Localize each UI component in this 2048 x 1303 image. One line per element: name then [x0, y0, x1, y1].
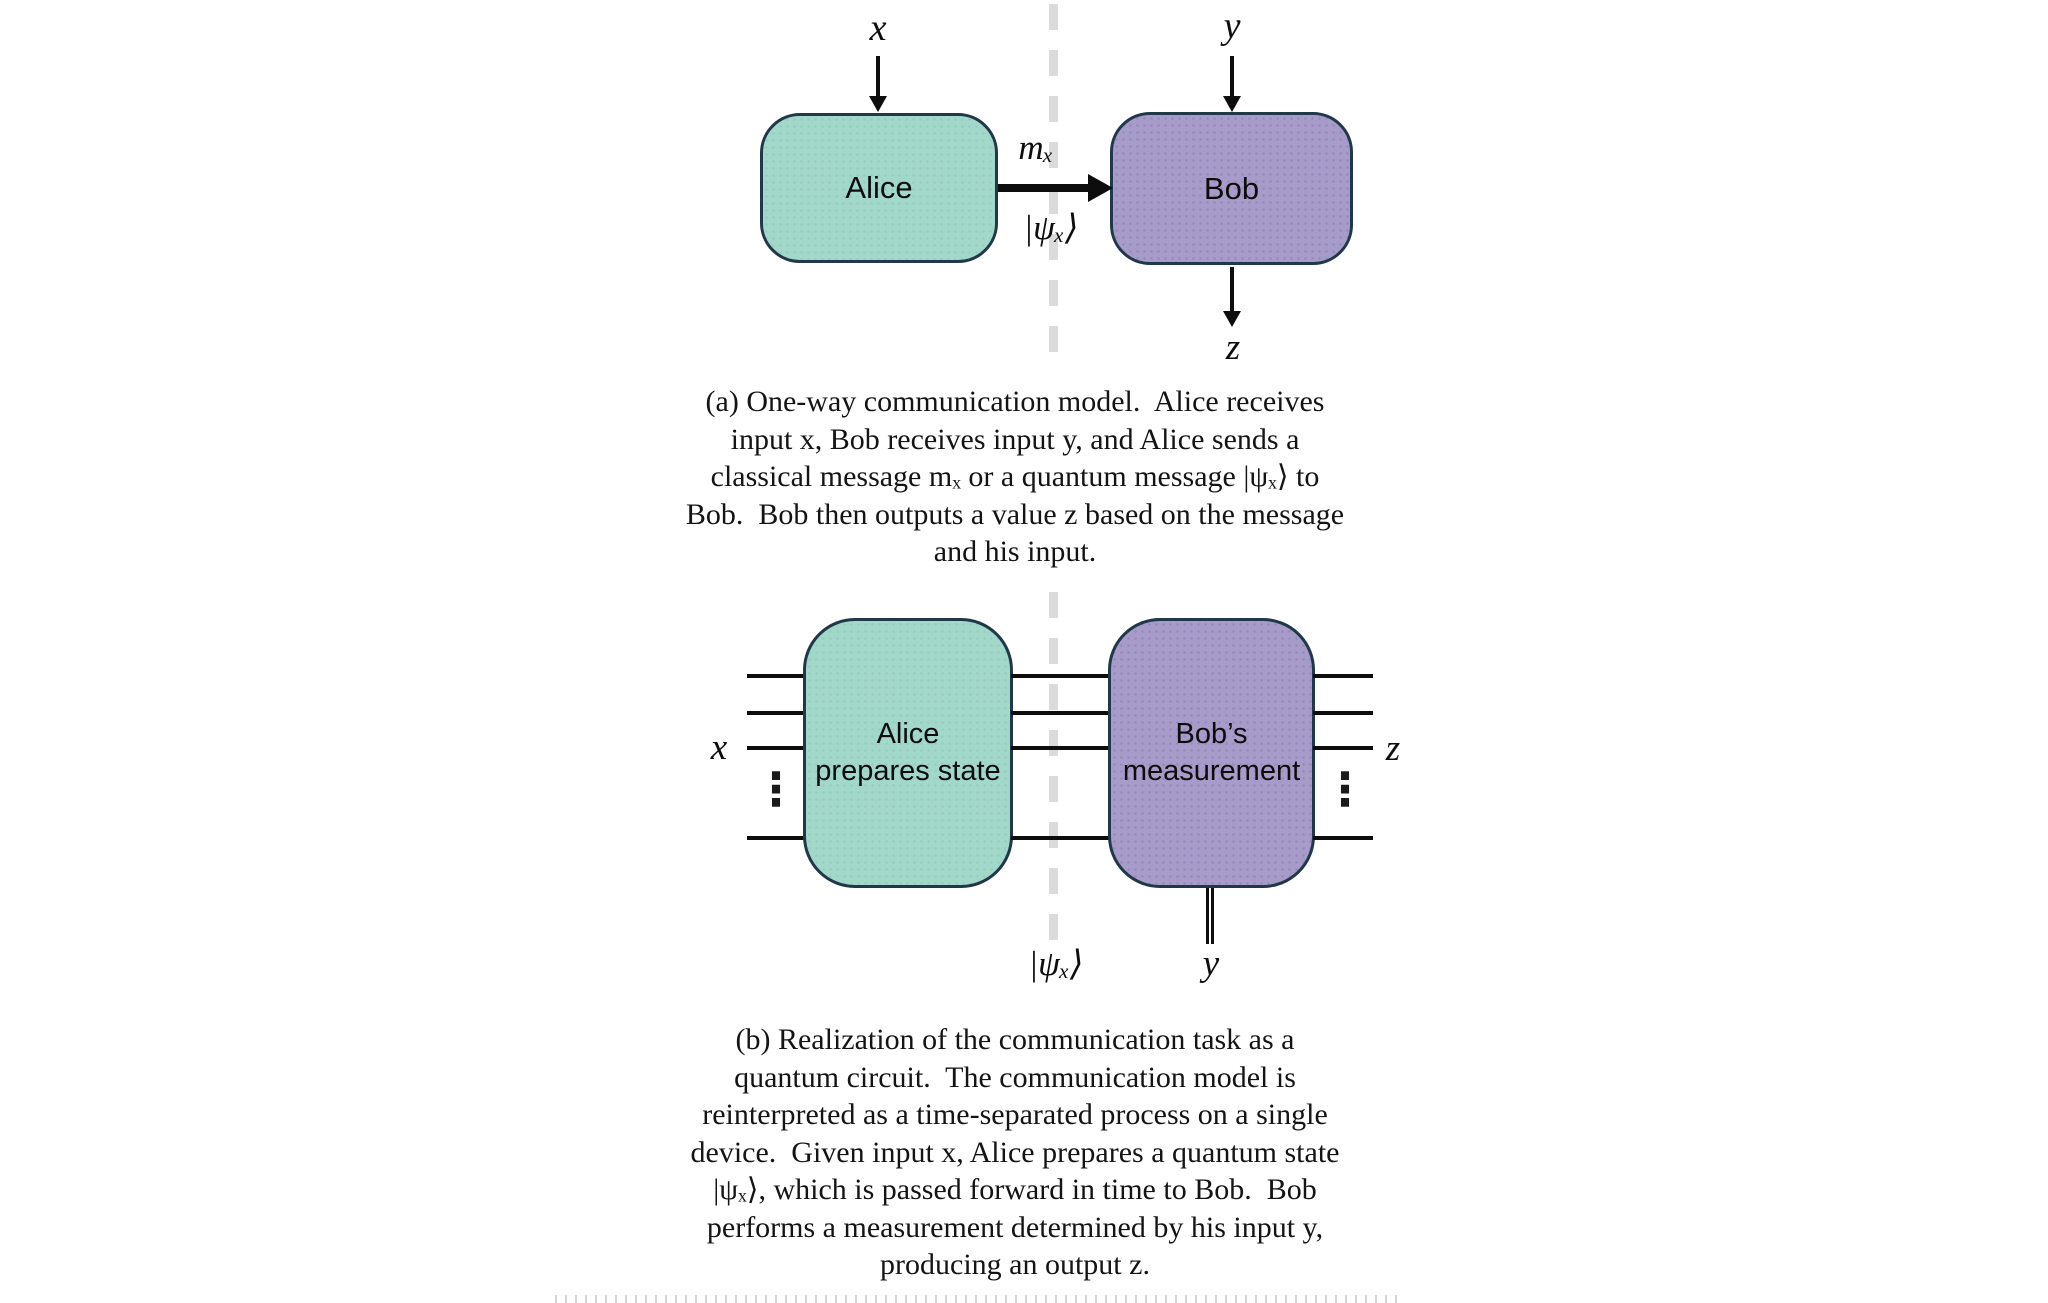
caption-a-line: Bob. Bob then outputs a value z based on… [685, 497, 1345, 531]
input-x-label-a: x [869, 7, 887, 49]
alice-prepares-label-line2: prepares state [815, 755, 1001, 787]
time-separator-dashed-line-b [1049, 592, 1058, 940]
message-arrowhead [1088, 174, 1113, 202]
bob-measurement-label-line1: Bob’s [1175, 718, 1248, 750]
alice-prepares-label: Alice prepares state [815, 716, 1000, 790]
quantum-message-label: |ψₓ⟩ [1023, 208, 1079, 247]
caption-b-line: reinterpreted as a time-separated proces… [702, 1098, 1328, 1131]
circuit-wire-left [747, 836, 805, 840]
circuit-wire-middle [1011, 836, 1110, 840]
input-y-label-a: y [1223, 5, 1241, 47]
circuit-wire-left [747, 746, 805, 750]
right-wires-ellipsis: ⋮ [1322, 762, 1368, 816]
caption-b-line: |ψₓ⟩, which is passed forward in time to… [713, 1173, 1317, 1206]
circuit-wire-right [1313, 746, 1373, 750]
circuit-wire-left [747, 674, 805, 678]
output-z-arrow-a [1230, 267, 1234, 313]
input-y-arrow-a [1230, 56, 1234, 98]
bob-measurement-box: Bob’s measurement [1108, 618, 1315, 888]
bob-box-a: Bob [1110, 112, 1353, 265]
clipped-text-line [555, 1295, 1400, 1303]
output-z-label-b: z [1385, 728, 1401, 769]
bob-measurement-label: Bob’s measurement [1123, 716, 1300, 790]
caption-b-line: device. Given input x, Alice prepares a … [690, 1135, 1340, 1169]
message-arrow-shaft [998, 184, 1090, 192]
circuit-wire-middle [1011, 746, 1110, 750]
input-y-arrowhead-a [1223, 96, 1241, 112]
alice-label-a: Alice [845, 170, 913, 205]
time-separator-dashed-line-a [1049, 4, 1058, 358]
caption-b-line: producing an output z. [880, 1248, 1150, 1281]
alice-prepares-box: Alice prepares state [803, 618, 1013, 888]
output-z-arrowhead-a [1223, 311, 1241, 327]
output-z-label-a: z [1225, 327, 1241, 368]
bob-label-a: Bob [1203, 170, 1260, 206]
caption-a-line: (a) One-way communication model. Alice r… [705, 385, 1325, 418]
bob-measurement-label-line2: measurement [1122, 755, 1301, 787]
caption-a: (a) One-way communication model. Alice r… [565, 383, 1465, 571]
quantum-state-label-b: |ψₓ⟩ [1028, 944, 1084, 983]
circuit-wire-left [747, 711, 805, 715]
input-y-label-b: y [1202, 943, 1220, 984]
caption-b-line: performs a measurement determined by his… [706, 1210, 1324, 1244]
caption-a-line: input x, Bob receives input y, and Alice… [730, 422, 1300, 456]
caption-b: (b) Realization of the communication tas… [565, 1021, 1465, 1284]
input-x-arrowhead-a [869, 96, 887, 112]
caption-a-line: and his input. [933, 535, 1097, 568]
input-x-arrow-a [876, 56, 880, 98]
input-x-label-b: x [710, 727, 728, 768]
alice-box-a: Alice [760, 113, 998, 263]
circuit-wire-right [1313, 836, 1373, 840]
circuit-wire-right [1313, 711, 1373, 715]
circuit-wire-middle [1011, 674, 1110, 678]
alice-prepares-label-line1: Alice [876, 718, 940, 750]
circuit-wire-middle [1011, 711, 1110, 715]
classical-input-double-line [1206, 888, 1214, 944]
caption-b-line: (b) Realization of the communication tas… [735, 1023, 1295, 1056]
classical-message-label: mₓ [1018, 128, 1054, 167]
left-wires-ellipsis: ⋮ [753, 762, 799, 816]
caption-a-line: classical message mₓ or a quantum messag… [710, 460, 1320, 493]
caption-b-line: quantum circuit. The communication model… [734, 1060, 1296, 1094]
circuit-wire-right [1313, 674, 1373, 678]
